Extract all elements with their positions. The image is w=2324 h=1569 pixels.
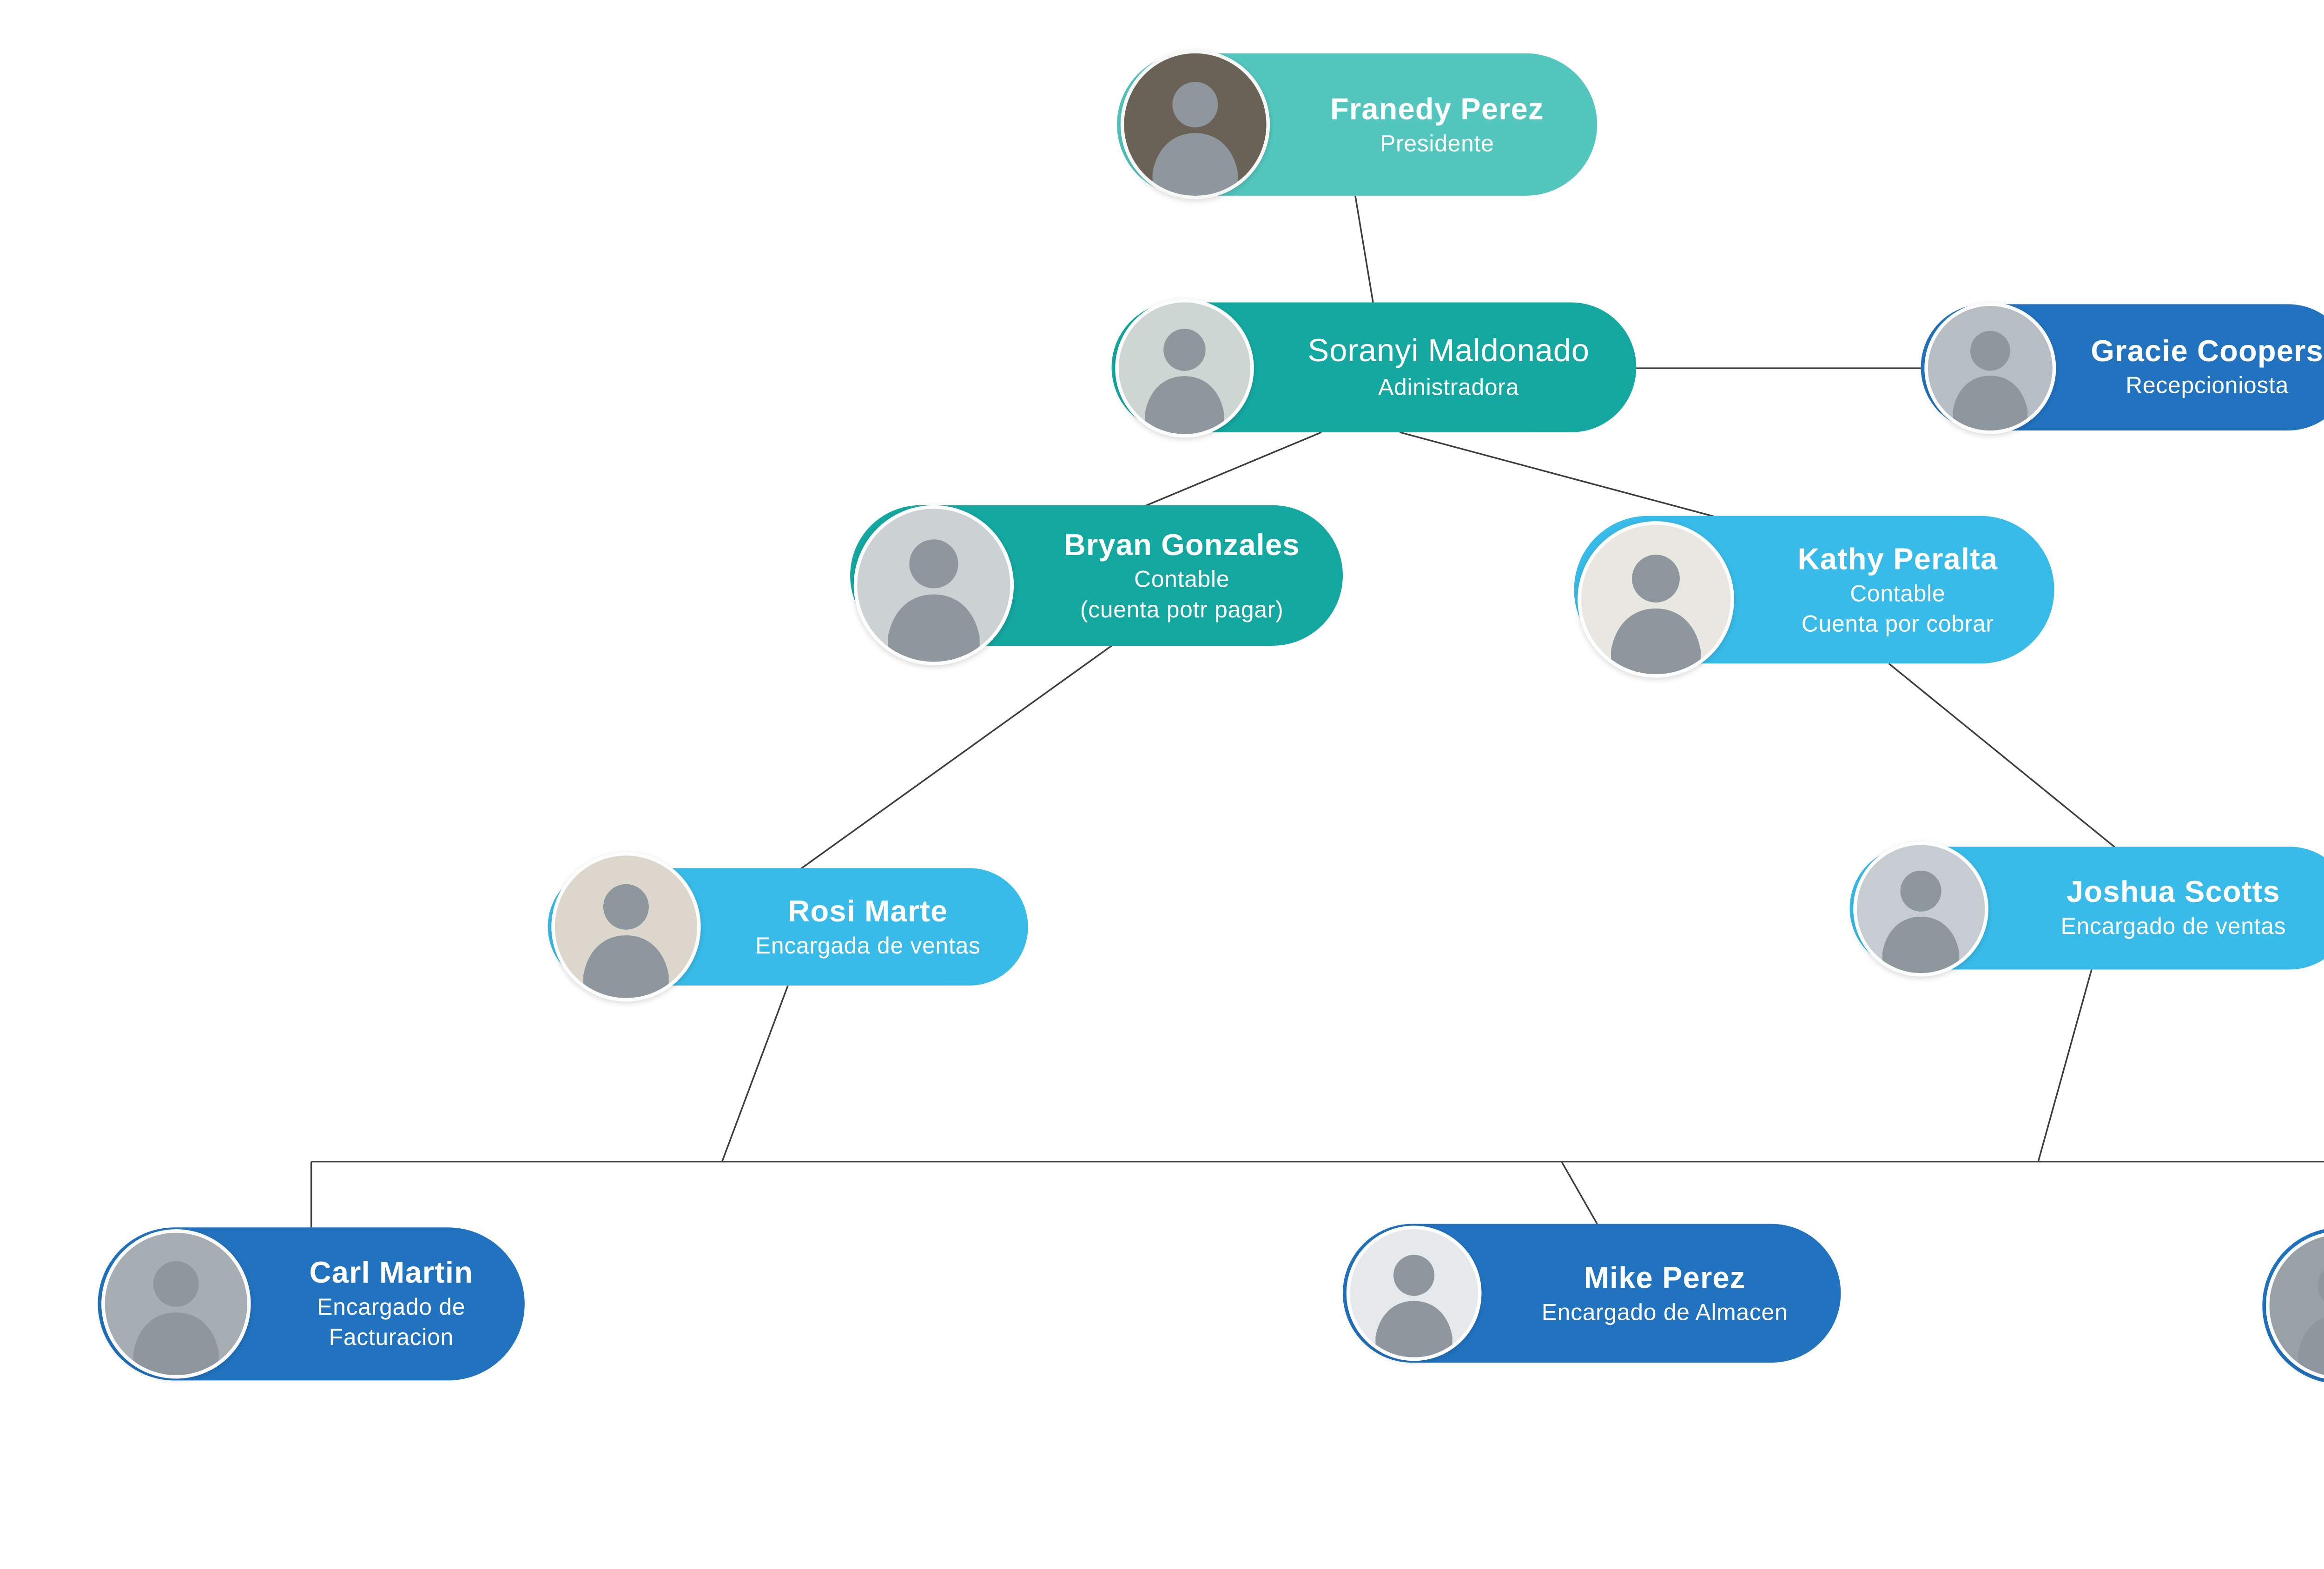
- person-silhouette-icon: [1375, 1255, 1452, 1357]
- connector-soranyi-kathy: [1400, 431, 1726, 521]
- person-name: Mike Perez: [1584, 1260, 1746, 1294]
- profile-photo: [1853, 841, 1989, 976]
- connector-kathy-joshua: [1888, 662, 2117, 849]
- profile-photo: [853, 505, 1014, 666]
- node-text: Soranyi Maldonado Adinistradora: [1261, 331, 1636, 403]
- connector-bus-mike: [1561, 1161, 1598, 1225]
- person-subrole: Cuenta por cobrar: [1801, 609, 1994, 636]
- person-silhouette-icon: [1152, 82, 1238, 196]
- profile-photo: [1346, 1225, 1482, 1361]
- node-text: Kathy Peralta Contable Cuenta por cobrar: [1741, 540, 2054, 640]
- connector-joshua-bus: [2037, 969, 2093, 1162]
- profile-photo: [1120, 50, 1270, 199]
- person-role: Recepcioniosta: [2126, 372, 2289, 399]
- node-text: Joshua Scotts Encargado de ventas: [1995, 874, 2324, 943]
- org-node-rosi-marte: Rosi Marte Encargada de ventas: [548, 852, 1028, 1002]
- node-text: Rosi Marte Encargada de ventas: [708, 892, 1028, 961]
- person-name: Carl Martin: [309, 1256, 474, 1290]
- node-text: Bryan Gonzales Contable (cuenta potr pag…: [1021, 526, 1343, 625]
- person-silhouette-icon: [583, 884, 669, 998]
- profile-photo: [1924, 301, 2056, 433]
- org-node-soranyi-maldonado: Soranyi Maldonado Adinistradora: [1111, 298, 1637, 437]
- person-name: Rosi Marte: [788, 894, 948, 928]
- person-silhouette-icon: [1145, 328, 1224, 433]
- profile-photo: [1115, 298, 1254, 437]
- org-node-kathy-peralta: Kathy Peralta Contable Cuenta por cobrar: [1574, 516, 2054, 679]
- org-node-joshua-scotts: Joshua Scotts Encargado de ventas: [1849, 841, 2324, 976]
- person-role: Encargado de: [317, 1293, 466, 1320]
- person-role: Contable: [1850, 579, 1946, 606]
- person-name: Soranyi Maldonado: [1307, 333, 1590, 369]
- person-silhouette-icon: [1953, 330, 2028, 430]
- node-text: Mike Perez Encargado de Almacen: [1489, 1258, 1841, 1328]
- person-silhouette-icon: [1882, 869, 1960, 973]
- person-name: Bryan Gonzales: [1063, 527, 1300, 562]
- person-role: Contable: [1134, 565, 1230, 592]
- person-role: Adinistradora: [1378, 373, 1519, 400]
- connector-bryan-rosi: [796, 645, 1112, 873]
- node-text: Gracie Coopers Recepcioniosta: [2063, 333, 2324, 402]
- profile-photo: [1578, 522, 1734, 679]
- profile-photo: [551, 852, 701, 1002]
- person-name: Kathy Peralta: [1797, 542, 1998, 576]
- person-role: Encargado de Almacen: [1541, 1298, 1788, 1325]
- connector-rosi-bus: [721, 985, 789, 1162]
- person-role: Encargado de ventas: [2060, 913, 2286, 940]
- person-name: Franedy Perez: [1330, 92, 1544, 126]
- person-role: Encargada de ventas: [755, 931, 981, 958]
- org-node-bryan-gonzales: Bryan Gonzales Contable (cuenta potr pag…: [850, 505, 1343, 666]
- org-node-carl-martin: Carl Martin Encargado de Facturacion: [98, 1227, 525, 1381]
- node-text: Carl Martin Encargado de Facturacion: [258, 1254, 525, 1354]
- person-subrole: Facturacion: [329, 1324, 454, 1351]
- org-node-mike-perez: Mike Perez Encargado de Almacen: [1343, 1224, 1841, 1363]
- org-node-gracie-coopers: Gracie Coopers Recepcioniosta: [1921, 301, 2324, 433]
- person-name: Gracie Coopers: [2091, 334, 2324, 369]
- connector-soranyi-bryan: [1138, 431, 1322, 510]
- person-name: Joshua Scotts: [2067, 875, 2280, 909]
- person-role: Presidente: [1380, 129, 1494, 156]
- profile-photo: [101, 1229, 251, 1379]
- person-silhouette-icon: [2298, 1270, 2324, 1377]
- person-subrole: (cuenta potr pagar): [1080, 595, 1284, 622]
- node-text: Franedy Perez Presidente: [1277, 90, 1597, 159]
- org-node-franedy-perez: Franedy Perez Presidente: [1117, 50, 1598, 199]
- person-silhouette-icon: [1611, 555, 1701, 675]
- person-silhouette-icon: [133, 1261, 219, 1375]
- connector-franedy-soranyi: [1354, 195, 1374, 303]
- person-silhouette-icon: [888, 539, 980, 662]
